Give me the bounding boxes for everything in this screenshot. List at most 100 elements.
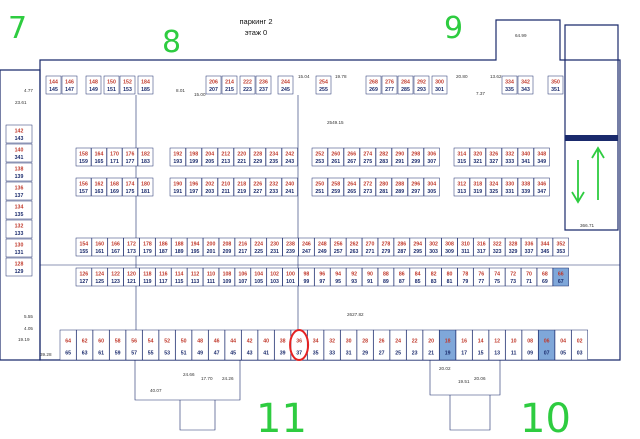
space-number-top: 346 — [537, 182, 546, 188]
space-number-bottom: 69 — [542, 279, 548, 285]
space-number-top: 192 — [173, 152, 182, 158]
parking-space-box — [377, 267, 394, 287]
space-number-bottom: 303 — [429, 249, 438, 255]
space-number-bottom: 37 — [296, 351, 302, 357]
parking-space-box — [520, 267, 538, 287]
space-number-bottom: 19 — [445, 351, 451, 357]
space-number-bottom: 43 — [247, 351, 253, 357]
parking-space-box — [76, 329, 93, 361]
parking-space-box — [536, 237, 553, 257]
space-number-bottom: 29 — [362, 351, 368, 357]
area-label: 8.01 — [176, 88, 185, 93]
space-number-top: 148 — [89, 80, 98, 86]
space-number-top: 152 — [123, 80, 132, 86]
parking-space-box — [431, 75, 448, 95]
space-number-top: 74 — [494, 272, 500, 278]
space-number-bottom: 233 — [269, 189, 278, 195]
parking-space-box — [208, 329, 225, 361]
parking-space-box — [393, 267, 410, 287]
space-number-bottom: 125 — [95, 279, 104, 285]
parking-space-box — [391, 177, 408, 197]
space-number-bottom: 183 — [141, 159, 150, 165]
parking-space-box — [249, 147, 266, 167]
parking-space-box — [552, 267, 569, 287]
parking-space-box — [505, 237, 522, 257]
space-number-bottom: 339 — [521, 189, 530, 195]
space-number-top: 06 — [544, 339, 550, 345]
space-number-bottom: 149 — [89, 87, 98, 93]
space-number-top: 108 — [223, 272, 232, 278]
space-number-bottom: 91 — [367, 279, 373, 285]
space-number-top: 66 — [558, 272, 564, 278]
space-number-top: 282 — [379, 152, 388, 158]
space-number-bottom: 107 — [238, 279, 247, 285]
space-number-bottom: 49 — [197, 351, 203, 357]
space-number-bottom: 175 — [126, 189, 135, 195]
space-number-bottom: 317 — [477, 249, 486, 255]
parking-space-box — [423, 147, 440, 167]
space-number-top: 128 — [15, 262, 24, 268]
space-number-bottom: 23 — [412, 351, 418, 357]
space-number-bottom: 225 — [254, 249, 263, 255]
parking-space-box — [75, 237, 92, 257]
space-number-top: 38 — [280, 339, 286, 345]
space-number-bottom: 71 — [526, 279, 532, 285]
space-number-bottom: 341 — [521, 159, 530, 165]
parking-space-box — [234, 237, 251, 257]
space-number-bottom: 185 — [141, 87, 150, 93]
space-number-bottom: 263 — [350, 249, 359, 255]
space-number-top: 304 — [427, 182, 436, 188]
space-number-bottom: 129 — [15, 269, 24, 275]
space-number-top: 210 — [221, 182, 230, 188]
space-number-bottom: 41 — [263, 351, 269, 357]
space-number-bottom: 113 — [191, 279, 199, 285]
space-number-bottom: 127 — [79, 279, 88, 285]
space-number-top: 200 — [207, 242, 216, 248]
space-number-top: 106 — [238, 272, 247, 278]
space-number-top: 296 — [411, 182, 420, 188]
parking-space-box — [425, 237, 442, 257]
space-number-bottom: 237 — [259, 87, 268, 93]
space-number-bottom: 115 — [175, 279, 183, 285]
space-number-bottom: 285 — [401, 87, 410, 93]
section-label-8: 8 — [162, 25, 181, 60]
space-number-top: 164 — [95, 152, 104, 158]
space-number-bottom: 13 — [494, 351, 500, 357]
space-number-top: 78 — [463, 272, 469, 278]
parking-space: 28 29 — [356, 329, 374, 361]
space-number-top: 130 — [15, 243, 24, 249]
space-number-top: 24 — [395, 339, 401, 345]
parking-space-box — [517, 147, 534, 167]
space-number-bottom: 307 — [427, 159, 436, 165]
space-number-top: 28 — [362, 339, 368, 345]
space-number-bottom: 279 — [382, 249, 391, 255]
parking-space-box — [5, 219, 33, 239]
parking-space-box — [359, 147, 376, 167]
space-number-top: 276 — [385, 80, 394, 86]
space-number-top: 188 — [175, 242, 184, 248]
parking-space-box — [257, 329, 275, 361]
space-number-bottom: 305 — [427, 189, 436, 195]
parking-space-box — [239, 75, 256, 95]
